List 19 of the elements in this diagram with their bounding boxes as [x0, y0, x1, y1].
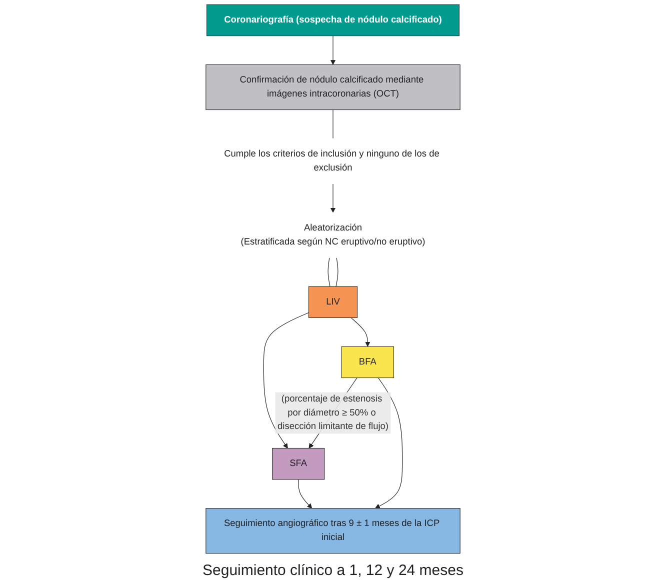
- node-text: Aleatorización (Estratificada según NC eruptivo/no eruptivo): [240, 222, 426, 247]
- connector: [332, 109, 334, 139]
- arrow: [263, 312, 310, 448]
- node-box: LIV: [308, 286, 358, 318]
- note-text: Seguimiento clínico a 1, 12 y 24 meses: [202, 562, 464, 579]
- node-box: Seguimiento angiográfico tras 9 ± 1 meses de la ICP inicial: [206, 508, 460, 554]
- connector: [336, 257, 338, 287]
- arrow: [375, 377, 403, 509]
- node-box: Confirmación de nódulo calcificado mediante imágenes intracoronarias (OCT): [206, 64, 460, 110]
- arrow: [330, 36, 336, 65]
- arrow: [350, 317, 370, 347]
- edge-label: (porcentaje de estenosis por diámetro ≥ 50% o disección limitante de flujo): [278, 394, 388, 432]
- arrow: [330, 183, 336, 213]
- connector: [328, 257, 330, 287]
- node-box: Coronariografía (sospecha de nódulo calcificado): [206, 4, 460, 36]
- arrow: [298, 479, 312, 509]
- node-text: Cumple los criterios de inclusión y ninguno de los de exclusión: [224, 149, 440, 173]
- node-box: SFA: [272, 448, 325, 480]
- node-box: BFA: [341, 346, 394, 378]
